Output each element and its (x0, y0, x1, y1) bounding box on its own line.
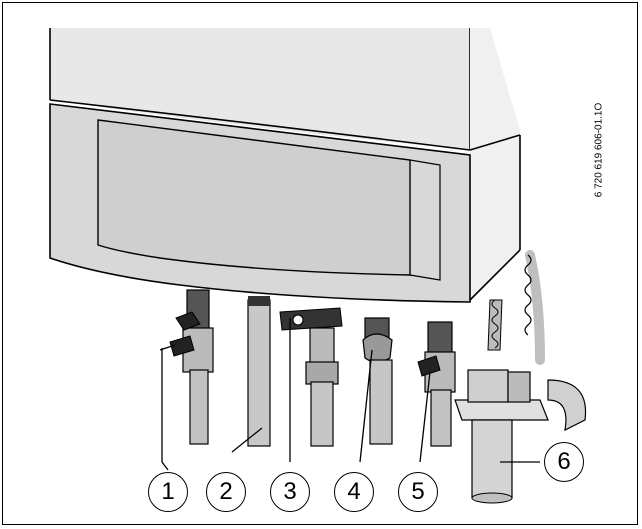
callout-6-label: 6 (557, 448, 571, 475)
leader-line-1 (161, 348, 169, 471)
valve-pipe-1 (159, 289, 214, 445)
callout-4-label: 4 (347, 478, 361, 505)
callout-4: 4 (334, 472, 374, 512)
leader-line-4 (359, 349, 373, 463)
figure-reference-text: 6 720 619 606-01.1O (593, 102, 605, 198)
siphon-assembly-6 (454, 250, 587, 504)
valve-pipe-4 (362, 317, 393, 445)
callout-3: 3 (270, 472, 310, 512)
pipe-2 (247, 296, 271, 447)
valve-pipe-5 (417, 321, 456, 447)
callout-5: 5 (398, 472, 438, 512)
callout-2-label: 2 (219, 478, 233, 505)
callout-3-label: 3 (283, 478, 297, 505)
leader-line-2 (231, 427, 263, 453)
leader-lines (161, 318, 540, 471)
callout-2: 2 (206, 472, 246, 512)
callout-1-label: 1 (161, 478, 175, 505)
callout-6: 6 (544, 442, 584, 482)
callout-5-label: 5 (411, 478, 425, 505)
figure-reference-number: 6 720 619 606-01.1O (592, 80, 606, 220)
gas-cock-pipe-3 (279, 307, 343, 447)
leader-line-5 (419, 371, 431, 463)
callout-1: 1 (148, 472, 188, 512)
boiler-body (49, 28, 521, 303)
